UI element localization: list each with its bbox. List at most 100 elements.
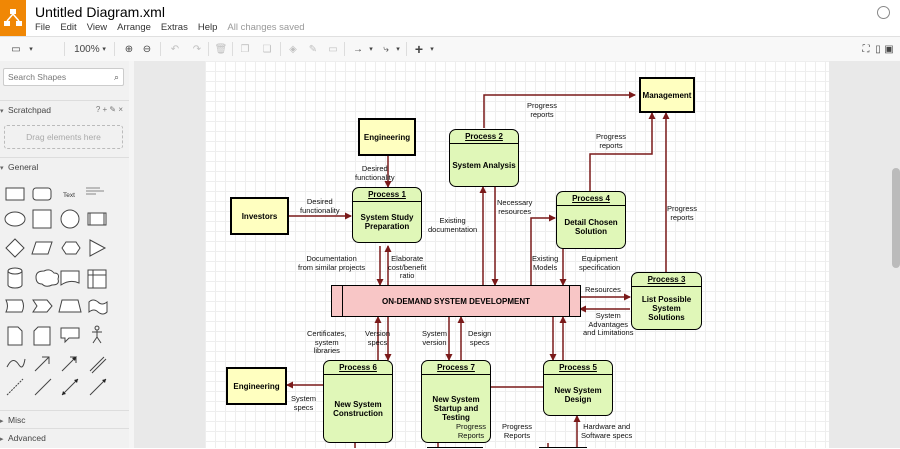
curve-shape[interactable] [6,358,26,368]
hexagon-shape[interactable] [61,241,81,255]
ellipse-shape[interactable] [4,211,26,227]
to-front-icon[interactable]: ❐ [240,43,250,55]
trapezoid-shape[interactable] [58,299,82,313]
format-panel-icon[interactable]: ▯ [875,43,881,55]
fullscreen-icon[interactable]: ⛶ [862,43,870,55]
menu-view[interactable]: View [86,22,108,33]
actor-shape[interactable] [92,325,102,344]
insert-plus-icon[interactable]: + [414,41,424,57]
scratchpad-tools[interactable]: ? + ✎ × [95,105,123,114]
menu-help[interactable]: Help [197,22,218,33]
cloud-shape[interactable] [35,269,59,287]
menu-extras[interactable]: Extras [160,22,188,33]
zoom-in-icon[interactable]: ⊕ [124,43,134,55]
bidirectional-arrow-shape[interactable] [34,356,50,372]
zoom-select[interactable]: 100% ▾ [74,43,106,55]
undo-icon[interactable]: ↶ [170,43,180,55]
edge-p2-management[interactable] [483,91,636,128]
page-view-dropdown-icon[interactable]: ▾ [29,46,33,53]
rounded-rectangle-shape[interactable] [32,187,52,201]
data-storage-shape[interactable] [5,299,24,313]
directional-connector-shape[interactable] [89,378,107,396]
scratchpad-drop-zone[interactable]: Drag elements here [4,125,123,149]
misc-header[interactable]: ▸Misc [0,410,129,429]
parallelogram-shape[interactable] [31,241,53,255]
page-view-icon[interactable]: ▭ [11,43,21,55]
data-store-system-development[interactable]: ON-DEMAND SYSTEM DEVELOPMENT [331,285,581,317]
advanced-header[interactable]: ▸Advanced [0,428,129,447]
step-shape[interactable] [32,299,53,313]
text-shape[interactable]: Text [63,192,75,199]
language-globe-icon[interactable] [877,6,890,19]
process-7[interactable]: Process 7 New System Startup and Testing [421,360,491,443]
search-shapes-input[interactable]: Search Shapes ⌕ [3,68,124,86]
tape-shape[interactable] [88,299,108,315]
entity-management[interactable]: Management [639,77,695,113]
note-shape[interactable] [7,326,23,346]
entity-investors[interactable]: Investors [230,197,289,235]
process-2[interactable]: Process 2 System Analysis [449,129,519,187]
document-title[interactable]: Untitled Diagram.xml [35,4,165,20]
process-5-header: Process 5 [544,361,612,375]
diamond-shape[interactable] [5,238,25,258]
process-3[interactable]: Process 3 List Possible System Solutions [631,272,702,330]
process-shape[interactable] [87,212,107,226]
waypoints-dropdown-icon[interactable]: ▾ [396,46,400,53]
square-shape[interactable] [32,209,52,229]
sidebar-splitter[interactable] [129,61,134,448]
document-shape[interactable] [60,270,80,286]
zoom-out-icon[interactable]: ⊖ [142,43,152,55]
to-back-icon[interactable]: ❏ [262,43,272,55]
line-shape[interactable] [34,378,52,396]
process-5[interactable]: Process 5 New System Design [543,360,613,416]
insert-dropdown-icon[interactable]: ▾ [430,46,434,53]
outline-icon[interactable]: ▣ [884,43,894,55]
scratchpad-header[interactable]: ▾Scratchpad ? + ✎ × [0,100,129,119]
connection-icon[interactable]: → [353,43,363,55]
textbox-shape[interactable] [86,187,104,195]
diagram-canvas[interactable]: Management Engineering Investors Enginee… [134,61,900,448]
process-6[interactable]: Process 6 New System Construction [323,360,393,443]
entity-engineering-top[interactable]: Engineering [358,118,416,156]
waypoints-icon[interactable]: ⤷ [383,43,389,55]
search-icon[interactable]: ⌕ [113,72,119,82]
cylinder-shape[interactable] [7,267,23,289]
delete-icon[interactable]: 🗑 [214,43,228,55]
process-4[interactable]: Process 4 Detail Chosen Solution [556,191,626,249]
dashed-line-shape[interactable] [6,378,24,396]
rectangle-shape[interactable] [5,187,25,201]
process-3-label: List Possible System Solutions [641,294,692,322]
process-7-label: New System Startup and Testing [432,395,480,422]
internal-storage-shape[interactable] [87,269,107,289]
vertical-scrollbar[interactable] [892,168,900,268]
triangle-shape[interactable] [89,239,107,257]
menu-arrange[interactable]: Arrange [117,22,151,33]
redo-icon[interactable]: ↷ [192,43,202,55]
card-shape[interactable] [33,326,51,346]
connection-dropdown-icon[interactable]: ▾ [369,46,373,53]
process-2-label: System Analysis [452,160,516,170]
fill-color-icon[interactable]: ◈ [289,43,297,55]
entity-engineering-bottom[interactable]: Engineering [226,367,287,405]
edge-store-p4[interactable] [530,214,556,285]
callout-shape[interactable] [60,327,80,344]
menu-file[interactable]: File [35,22,51,33]
bidirectional-connector-shape[interactable] [61,378,79,396]
shadow-icon[interactable]: ▭ [328,43,338,55]
search-placeholder: Search Shapes [8,72,67,82]
menu-edit[interactable]: Edit [60,22,77,33]
general-header[interactable]: ▾General [0,157,129,176]
circle-shape[interactable] [60,209,80,229]
line-color-icon[interactable]: ✎ [308,43,318,55]
process-1[interactable]: Process 1 System Study Preparation [352,187,422,243]
link-shape[interactable] [89,356,107,374]
edge-p4-management[interactable] [589,112,656,191]
